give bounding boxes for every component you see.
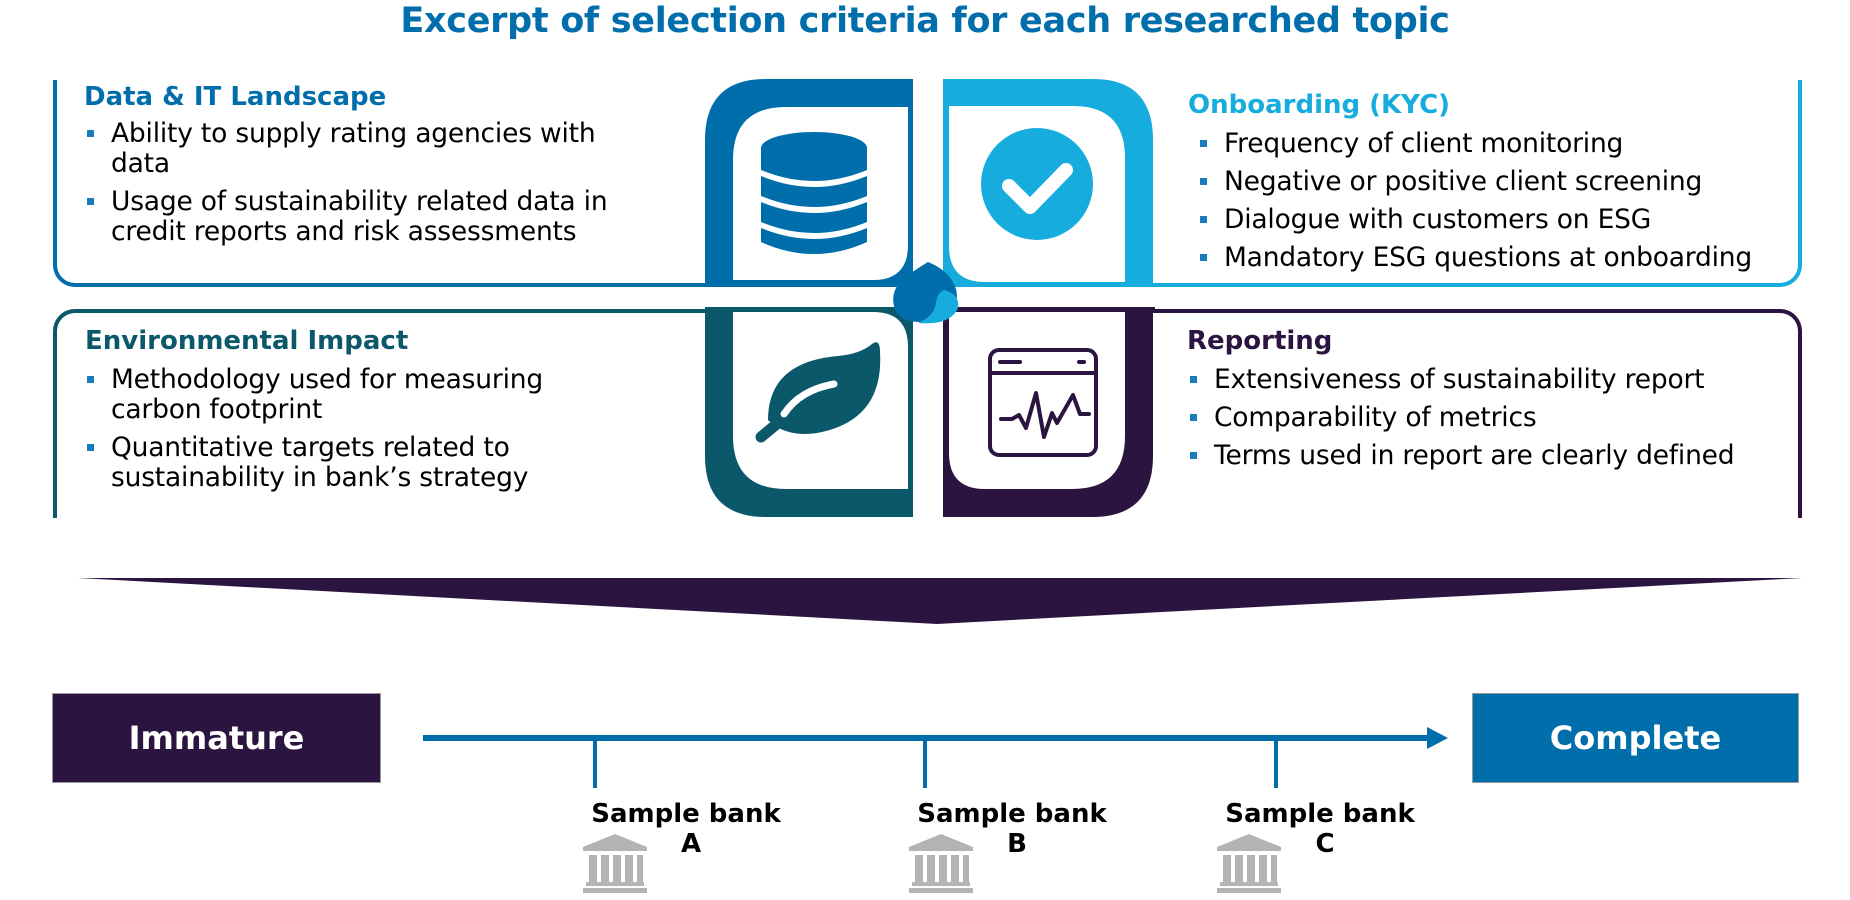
drop-logo-icon [893, 262, 959, 324]
criterion-text-cont: data [111, 148, 170, 179]
criterion-text: Ability to supply rating agencies with [111, 118, 596, 149]
panel-environmental-impact [53, 309, 753, 518]
database-icon [761, 132, 867, 254]
criteria-list-reporting: Extensiveness of sustainability report C… [1188, 365, 1788, 479]
heading-onboarding-kyc: Onboarding (KYC) [1188, 90, 1451, 120]
tile-environmental [705, 307, 913, 517]
criterion-item: Ability to supply rating agencies with d… [85, 119, 685, 179]
heading-data-it-landscape: Data & IT Landscape [84, 82, 387, 112]
criterion-text: Usage of sustainability related data in [111, 186, 608, 217]
bank-name: Sample bank [591, 799, 781, 829]
criteria-list-environmental: Methodology used for measuring carbon fo… [85, 365, 685, 501]
bank-label-c: Sample bank C [1217, 799, 1423, 859]
bank-letter: C [1315, 829, 1335, 859]
criteria-list-onboarding: Frequency of client monitoring Negative … [1198, 129, 1798, 281]
scale-tick-c [1274, 738, 1278, 788]
criterion-text-cont: credit reports and risk assessments [111, 216, 577, 247]
criterion-item: Extensiveness of sustainability report [1188, 365, 1788, 395]
tile-reporting [943, 307, 1153, 517]
funnel-shape [78, 578, 1802, 624]
panel-reporting [1100, 309, 1802, 518]
bank-label-a: Sample bank A [583, 799, 789, 859]
criterion-item: Mandatory ESG questions at onboarding [1198, 243, 1798, 273]
immature-label: Immature [128, 719, 305, 757]
criterion-text-cont: carbon footprint [111, 394, 323, 425]
bank-name: Sample bank [1225, 799, 1415, 829]
complete-label-box: Complete [1472, 693, 1799, 783]
panel-onboarding-kyc [1100, 80, 1802, 287]
criterion-text: Quantitative targets related to [111, 432, 510, 463]
checkmark-circle-icon [981, 128, 1093, 240]
heading-reporting: Reporting [1187, 326, 1333, 356]
bank-label-b: Sample bank B [909, 799, 1115, 859]
heading-environmental-impact: Environmental Impact [85, 326, 409, 356]
scale-tick-a [593, 738, 597, 788]
criterion-text: Methodology used for measuring [111, 364, 543, 395]
criterion-item: Methodology used for measuring carbon fo… [85, 365, 685, 425]
criterion-item: Terms used in report are clearly defined [1188, 441, 1788, 471]
complete-label: Complete [1549, 719, 1722, 757]
scale-tick-b [923, 738, 927, 788]
tile-data-it [705, 79, 913, 285]
criterion-item: Comparability of metrics [1188, 403, 1788, 433]
criterion-item: Negative or positive client screening [1198, 167, 1798, 197]
criterion-item: Usage of sustainability related data in … [85, 187, 685, 247]
page-title: Excerpt of selection criteria for each r… [400, 1, 1450, 41]
criterion-item: Quantitative targets related to sustaina… [85, 433, 685, 493]
scale-line [423, 735, 1431, 741]
panel-data-it-landscape [53, 80, 753, 287]
immature-label-box: Immature [52, 693, 381, 783]
bank-letter: B [1007, 829, 1027, 859]
leaf-icon [755, 342, 881, 443]
bank-name: Sample bank [917, 799, 1107, 829]
criterion-item: Frequency of client monitoring [1198, 129, 1798, 159]
report-monitor-icon [988, 348, 1098, 457]
criterion-item: Dialogue with customers on ESG [1198, 205, 1798, 235]
criteria-list-data-it: Ability to supply rating agencies with d… [85, 119, 685, 255]
arrowhead-icon [1427, 727, 1448, 749]
topic-icon-tiles [705, 79, 1155, 517]
tile-onboarding [943, 79, 1153, 287]
maturity-scale-arrow [423, 727, 1448, 788]
criterion-text-cont: sustainability in bank’s strategy [111, 462, 529, 493]
bank-letter: A [680, 829, 702, 859]
